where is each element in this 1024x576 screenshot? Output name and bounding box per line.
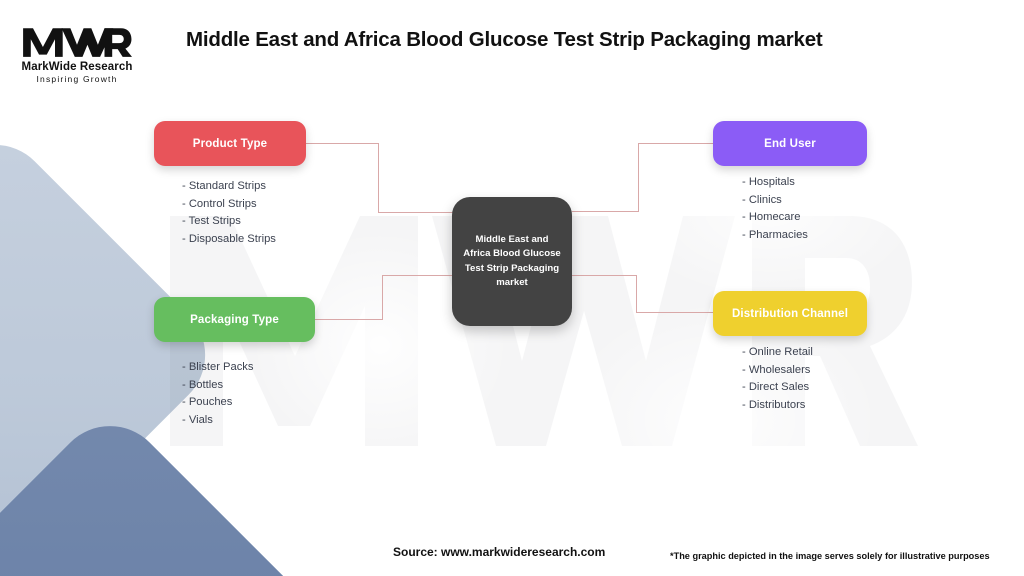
- list-item: - Bottles: [182, 378, 224, 391]
- list-item: - Hospitals: [742, 176, 795, 188]
- decorative-square-dark: [0, 402, 323, 576]
- branch-label-packaging-type: Packaging Type: [190, 313, 279, 326]
- branch-items-end-user: - Hospitals - Clinics - Homecare - Pharm…: [742, 174, 808, 244]
- brand-logo: MarkWide Research Inspiring Growth: [18, 24, 143, 86]
- logo-company-name: MarkWide Research: [21, 61, 133, 73]
- connector-product-type-segment-v: [378, 143, 379, 213]
- connector-distribution-channel-segment-h1: [572, 275, 637, 276]
- branch-label-distribution-channel: Distribution Channel: [731, 307, 849, 320]
- list-item: - Test Strips: [182, 215, 241, 228]
- list-item: - Direct Sales: [742, 381, 810, 394]
- background-glow: [560, 300, 880, 540]
- central-hub-label: Middle East and Africa Blood Glucose Tes…: [463, 233, 561, 288]
- connector-end-user-segment-h1: [572, 211, 639, 212]
- page-title: Middle East and Africa Blood Glucose Tes…: [186, 28, 823, 51]
- connector-packaging-type-segment-h2: [382, 275, 453, 276]
- connector-product-type-segment-h2: [378, 212, 453, 213]
- logo-tagline: Inspiring Growth: [36, 74, 118, 84]
- branch-node-product-type[interactable]: Product Type: [154, 121, 306, 166]
- list-item: - Clinics: [742, 193, 782, 206]
- central-hub-node[interactable]: Middle East and Africa Blood Glucose Tes…: [452, 197, 572, 326]
- list-item: - Homecare: [742, 211, 801, 224]
- list-item: - Distributors: [742, 398, 806, 411]
- list-item: - Online Retail: [742, 346, 813, 358]
- branch-node-distribution-channel[interactable]: Distribution Channel: [713, 291, 867, 336]
- connector-product-type-segment-h1: [306, 143, 379, 144]
- disclaimer-text: *The graphic depicted in the image serve…: [670, 551, 990, 561]
- branch-label-product-type: Product Type: [192, 137, 268, 150]
- branch-label-end-user: End User: [764, 137, 816, 150]
- list-item: - Pouches: [182, 396, 233, 409]
- source-text: Source: www.markwideresearch.com: [393, 545, 606, 559]
- list-item: - Control Strips: [182, 197, 257, 210]
- connector-end-user-segment-h2: [638, 143, 714, 144]
- connector-distribution-channel-segment-h2: [636, 312, 714, 313]
- branch-items-packaging-type: - Blister Packs - Bottles - Pouches - Vi…: [182, 359, 254, 429]
- branch-items-distribution-channel: - Online Retail - Wholesalers - Direct S…: [742, 344, 813, 414]
- mwr-logo-icon: [23, 28, 132, 57]
- list-item: - Vials: [182, 413, 213, 426]
- connector-packaging-type-segment-h1: [315, 319, 383, 320]
- list-item: - Standard Strips: [182, 180, 266, 192]
- list-item: - Blister Packs: [182, 361, 254, 373]
- list-item: - Pharmacies: [742, 228, 808, 241]
- list-item: - Disposable Strips: [182, 232, 276, 245]
- branch-node-end-user[interactable]: End User: [713, 121, 867, 166]
- list-item: - Wholesalers: [742, 363, 811, 376]
- branch-node-packaging-type[interactable]: Packaging Type: [154, 297, 315, 342]
- connector-distribution-channel-segment-v: [636, 275, 637, 313]
- branch-items-product-type: - Standard Strips - Control Strips - Tes…: [182, 178, 276, 248]
- connector-packaging-type-segment-v: [382, 275, 383, 320]
- connector-end-user-segment-v: [638, 143, 639, 212]
